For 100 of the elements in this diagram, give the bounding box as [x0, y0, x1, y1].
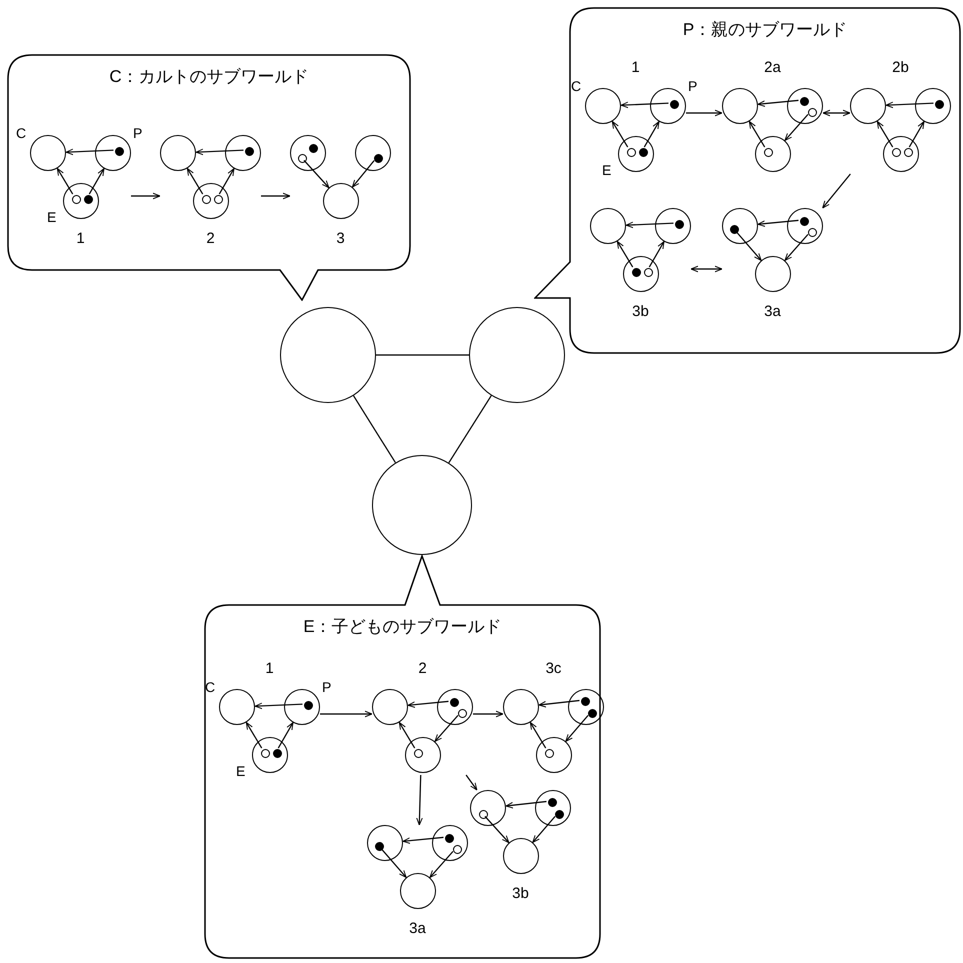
arrow	[278, 722, 294, 748]
circle-label: P	[133, 125, 142, 141]
filled-dot	[670, 100, 678, 108]
arrow	[530, 722, 546, 748]
state-number: 2a	[764, 58, 781, 78]
world-circle	[755, 256, 791, 292]
state-number: 3a	[409, 919, 426, 939]
circle-label: E	[47, 209, 56, 225]
filled-dot	[272, 748, 282, 758]
world-circle	[568, 689, 604, 725]
world-circle	[503, 838, 539, 874]
arrow	[254, 702, 303, 710]
arrow	[466, 774, 478, 790]
world-circle	[722, 208, 758, 244]
arrow	[784, 114, 808, 141]
arrow	[648, 241, 665, 268]
arrow	[131, 192, 160, 200]
world-circle	[470, 790, 506, 826]
world-circle	[405, 737, 441, 773]
arrow	[246, 722, 262, 748]
filled-dot	[114, 146, 124, 156]
state-number: 1	[265, 659, 274, 679]
arrow	[56, 168, 74, 194]
hollow-dot	[458, 708, 466, 718]
world-circle	[915, 88, 951, 124]
filled-dot	[934, 100, 944, 108]
arrow	[88, 168, 105, 194]
world-circle	[432, 825, 468, 861]
circle-label: C	[16, 125, 26, 141]
filled-dot	[588, 708, 596, 718]
filled-dot	[84, 194, 92, 204]
world-circle	[355, 135, 391, 171]
hollow-dot	[904, 148, 912, 156]
arrow	[616, 240, 634, 268]
world-circle	[722, 88, 758, 124]
state-number: 3b	[632, 302, 649, 322]
filled-dot	[580, 696, 590, 706]
world-circle	[367, 825, 403, 861]
filled-dot	[548, 798, 556, 806]
world-circle	[437, 689, 473, 725]
hollow-dot	[72, 194, 80, 204]
arrow	[644, 121, 660, 148]
connector-line	[448, 395, 492, 464]
world-circle	[536, 737, 572, 773]
state-number: 3b	[512, 884, 529, 904]
arrow	[416, 774, 423, 826]
filled-dot	[800, 216, 808, 226]
hollow-dot	[298, 154, 306, 162]
speech-bubble	[534, 7, 961, 354]
arrow	[822, 110, 850, 116]
arrow	[429, 851, 454, 878]
arrow	[784, 234, 808, 261]
world-circle	[193, 183, 229, 219]
arrow	[402, 836, 444, 844]
bubble-title: E：子どものサブワールド	[303, 616, 502, 638]
filled-dot	[374, 154, 382, 162]
world-circle	[225, 135, 261, 171]
hollow-dot	[478, 810, 488, 818]
arrow	[473, 710, 504, 718]
arrow	[822, 174, 851, 208]
state-number: 3c	[546, 659, 562, 679]
world-circle	[655, 208, 691, 244]
arrow	[186, 168, 204, 194]
filled-dot	[308, 144, 318, 152]
hollow-dot	[644, 268, 652, 276]
arrow	[748, 120, 766, 148]
bubble-title: P：親のサブワールド	[682, 19, 848, 41]
arrow	[565, 715, 589, 742]
filled-dot	[444, 834, 454, 842]
arrow	[736, 231, 762, 261]
arrow	[196, 148, 244, 156]
filled-dot	[730, 224, 738, 234]
arrow	[320, 710, 372, 718]
arrow	[484, 816, 510, 844]
world-circle	[590, 208, 626, 244]
filled-dot	[304, 700, 312, 710]
world-circle	[284, 689, 320, 725]
world-circle	[787, 208, 823, 244]
arrow	[620, 102, 669, 108]
state-number: 2	[206, 229, 215, 249]
world-circle	[755, 136, 791, 172]
arrow	[66, 148, 114, 156]
arrow	[886, 102, 934, 108]
arrow	[434, 715, 458, 742]
hollow-dot	[808, 108, 816, 116]
circle-label: C	[205, 679, 216, 695]
world-circle	[252, 737, 288, 773]
world-circle	[883, 136, 919, 172]
world-circle	[219, 689, 255, 725]
bubble-title: C：カルトのサブワールド	[109, 66, 309, 88]
world-circle	[63, 183, 99, 219]
arrow	[261, 192, 290, 200]
world-circle	[787, 88, 823, 124]
filled-dot	[554, 810, 564, 818]
hollow-dot	[808, 228, 816, 236]
filled-dot	[244, 146, 254, 156]
hollow-dot	[892, 148, 900, 156]
world-circle	[650, 88, 686, 124]
state-number: 2b	[892, 58, 909, 78]
arrow	[380, 848, 407, 878]
